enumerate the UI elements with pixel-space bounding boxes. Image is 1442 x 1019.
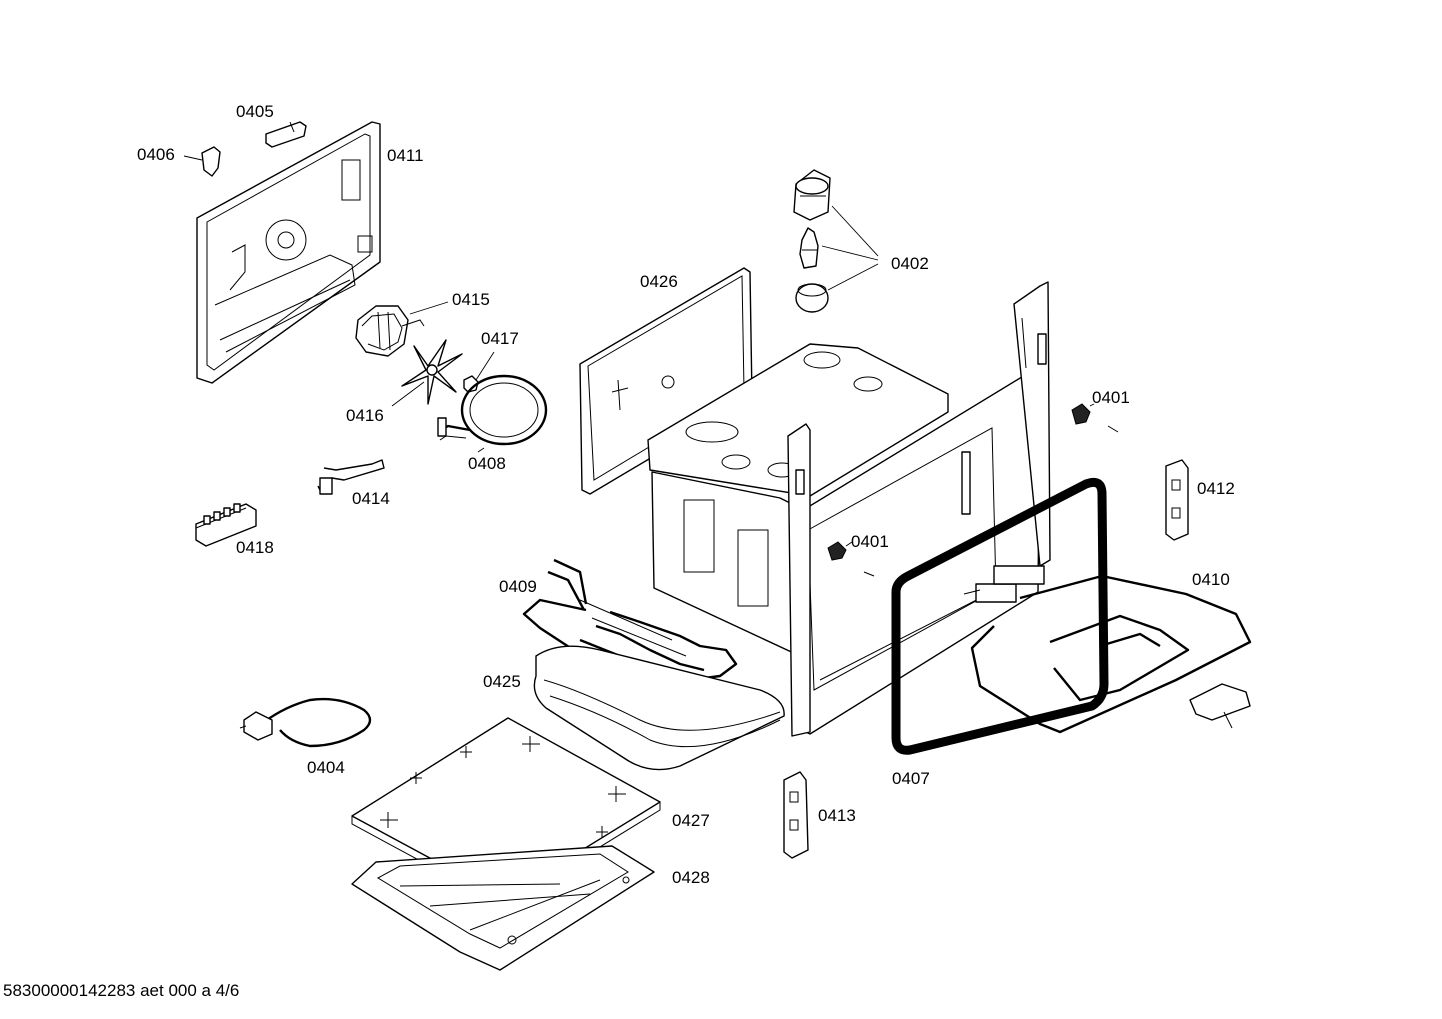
part-0404-power-cable [239, 697, 372, 748]
label-part-0415: 0415 [452, 290, 490, 309]
label-part-0402: 0402 [891, 254, 929, 273]
part-0428-base-frame [351, 845, 655, 971]
part-0415-fan-motor [355, 301, 449, 357]
label-part-0401-left: 0401 [851, 532, 889, 551]
label-part-0427: 0427 [672, 811, 710, 830]
label-part-0409: 0409 [499, 577, 537, 596]
part-front-frame [787, 281, 1051, 737]
document-reference-footer: 58300000142283 aet 000 a 4/6 [3, 981, 240, 1000]
part-0402-lamp-assembly [793, 169, 879, 313]
part-0411-back-panel [196, 121, 381, 384]
label-part-0412: 0412 [1197, 479, 1235, 498]
part-grill-bracket [1189, 683, 1251, 729]
label-part-0426: 0426 [640, 272, 678, 291]
label-part-0410: 0410 [1192, 570, 1230, 589]
part-0410-grill-heater [963, 565, 1252, 734]
label-part-0414: 0414 [352, 489, 390, 508]
label-part-0408: 0408 [468, 454, 506, 473]
label-part-0407: 0407 [892, 769, 930, 788]
label-part-0417: 0417 [481, 329, 519, 348]
part-0406-bracket [183, 146, 221, 177]
part-0412-hinge [1165, 459, 1189, 541]
label-part-0405: 0405 [236, 102, 274, 121]
label-part-0404: 0404 [307, 758, 345, 777]
part-0408-ring-heater [437, 374, 548, 453]
part-0417-nut [463, 351, 495, 393]
label-part-0413: 0413 [818, 806, 856, 825]
part-0413-hinge [783, 771, 809, 859]
label-part-0428: 0428 [672, 868, 710, 887]
part-0401-knob-right [1071, 403, 1119, 433]
part-0425-insulation [533, 645, 785, 771]
label-part-0411: 0411 [387, 146, 424, 165]
label-part-0418: 0418 [236, 538, 274, 557]
part-0401-knob-left [827, 541, 875, 577]
part-0418-terminal-block [195, 503, 257, 547]
label-part-0406: 0406 [137, 145, 175, 164]
label-part-0401-right: 0401 [1092, 388, 1130, 407]
part-0407-door-seal [891, 477, 1109, 755]
label-part-0425: 0425 [483, 672, 521, 691]
label-part-0416: 0416 [346, 406, 384, 425]
part-0405-clip [265, 121, 307, 148]
part-0414-bracket [317, 459, 385, 495]
part-0416-fan-blade [391, 339, 463, 407]
